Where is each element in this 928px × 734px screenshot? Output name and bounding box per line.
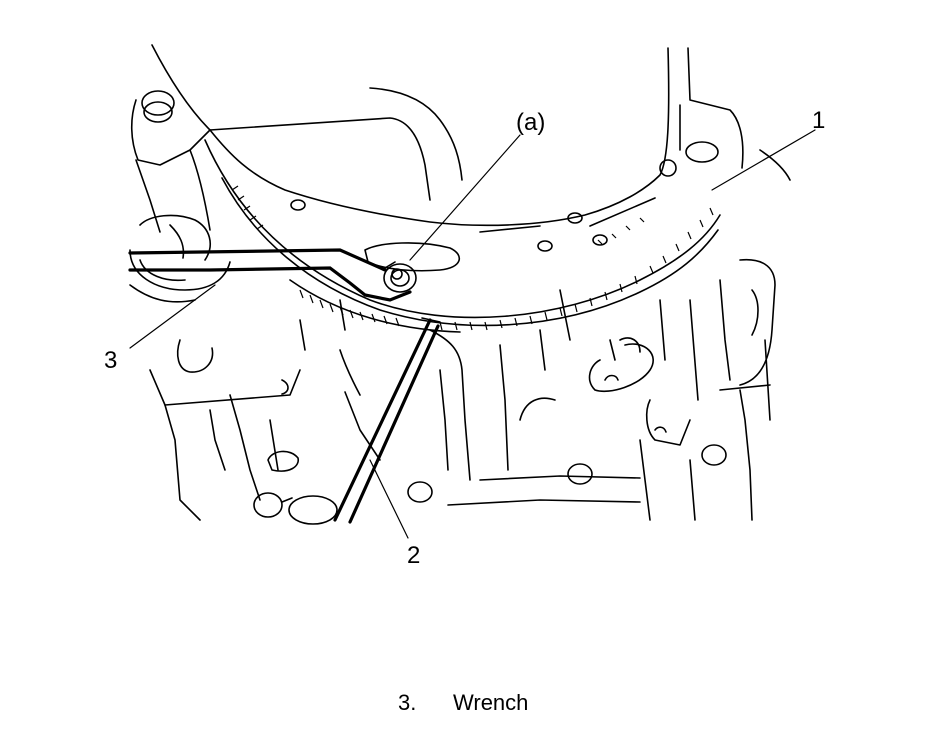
crankshaft-pulley <box>129 214 231 303</box>
callout-label-3: 3 <box>104 347 117 374</box>
flywheel-holding-bar <box>333 317 441 524</box>
callout-label-a: (a) <box>516 109 545 136</box>
caption-number: 3. <box>398 690 417 715</box>
flywheel-bolt <box>391 268 403 280</box>
engine-right-block <box>559 258 776 521</box>
ring-gear <box>204 139 721 333</box>
caption-text: Wrench <box>453 690 529 715</box>
callout-leaders <box>129 129 816 539</box>
engine-housing <box>130 44 791 233</box>
wrench <box>128 248 417 302</box>
figure-caption: 3. Wrench <box>0 690 928 720</box>
engine-flywheel-illustration: 1 (a) 3 2 <box>104 44 825 569</box>
callout-label-2: 2 <box>407 542 420 569</box>
engine-lower-block <box>149 299 641 525</box>
callout-label-1: 1 <box>812 107 825 134</box>
